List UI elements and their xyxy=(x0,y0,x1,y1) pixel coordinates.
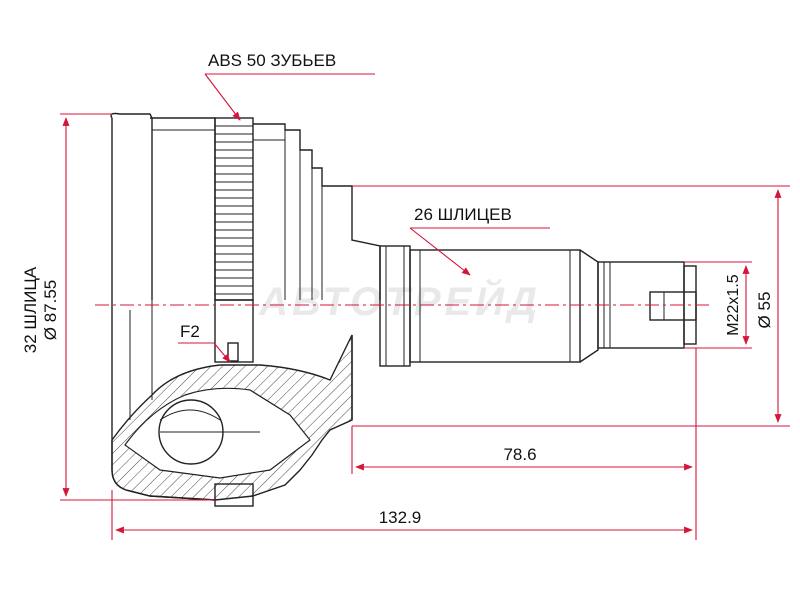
f2-label: F2 xyxy=(180,322,200,341)
watermark-text: АВТОТРЕЙД xyxy=(258,277,541,324)
thread-label: M22x1.5 xyxy=(725,274,742,335)
dimension-hub-diameter xyxy=(60,113,215,501)
abs-ring xyxy=(214,117,254,301)
length-short-label: 78.6 xyxy=(503,445,536,464)
shaft-splines-leader xyxy=(409,227,550,276)
spline-section xyxy=(409,249,581,363)
diameter-55-label: Ø 55 xyxy=(755,292,774,329)
abs-teeth xyxy=(215,125,253,295)
shaft-splines-label: 26 ШЛИЦЕВ xyxy=(414,205,512,224)
hub-splines-label: 32 ШЛИЦА xyxy=(21,266,40,353)
f2-leader xyxy=(178,342,231,363)
outer-housing xyxy=(110,112,381,507)
dimension-length-short xyxy=(351,348,697,540)
abs-leader xyxy=(204,73,375,121)
dimension-thread xyxy=(684,261,752,349)
length-total-label: 132.9 xyxy=(379,508,422,527)
hub-diameter-label: Ø 87.55 xyxy=(41,280,60,341)
dimension-length-total xyxy=(111,490,693,540)
abs-label: ABS 50 ЗУБЬЕВ xyxy=(208,51,336,70)
dimension-diameter-55 xyxy=(352,185,790,427)
